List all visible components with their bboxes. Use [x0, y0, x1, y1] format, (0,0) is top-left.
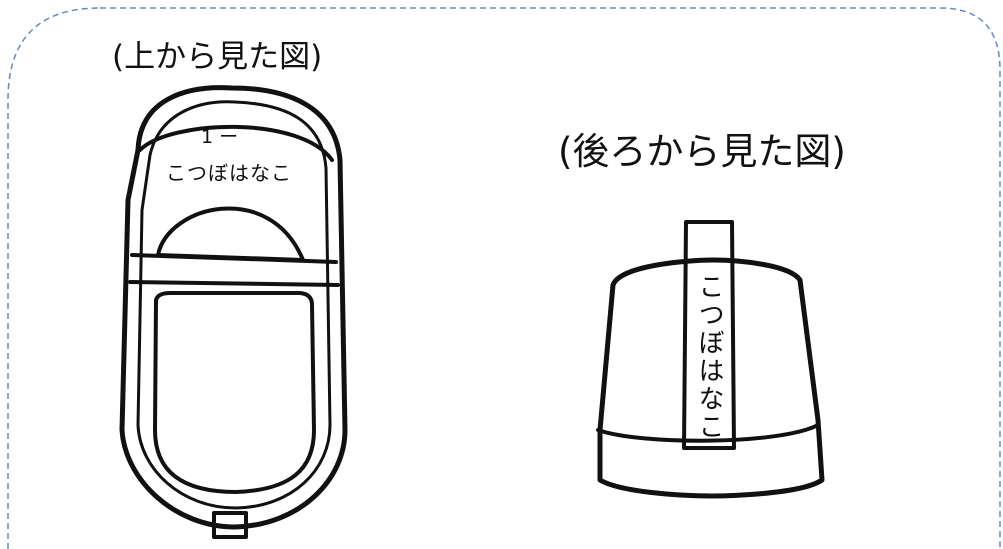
strap-line-bottom	[128, 280, 340, 287]
top-view-title: (上から見た図)	[112, 39, 323, 75]
insole	[153, 291, 316, 494]
shoe-outer-outline	[119, 85, 348, 530]
toe-cap-arc	[138, 124, 334, 162]
heel-pull-strap	[682, 220, 736, 450]
sole-top-line	[596, 423, 820, 443]
back-view-shoe	[596, 220, 825, 499]
top-view-class-label: 1 ー	[201, 126, 239, 148]
strap-line-top	[130, 253, 338, 264]
dashed-border	[7, 7, 1001, 549]
heel-body-outline	[597, 257, 825, 499]
heel-tab	[212, 511, 248, 539]
top-view-name-label: こつぼはなこ	[166, 161, 292, 185]
back-view-title: (後ろから見た図)	[558, 130, 846, 173]
shoe-inner-outline	[136, 100, 332, 510]
top-view-shoe	[119, 85, 348, 539]
half-moon-window	[156, 206, 305, 262]
back-view-name-label: こつぼはなこ	[694, 273, 724, 441]
